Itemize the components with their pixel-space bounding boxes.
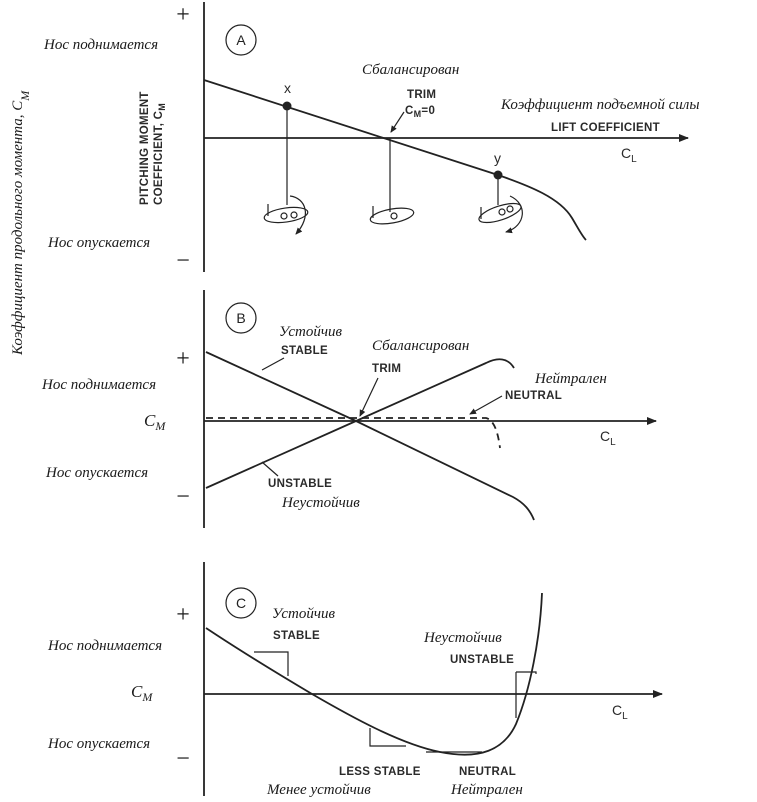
panel-a-nose-up: Нос поднимается (43, 37, 158, 53)
panel-c-nose-down: Нос опускается (47, 736, 150, 752)
panel-a-minus: − (176, 248, 190, 274)
panel-a-trim-eq: CM=0 (405, 105, 435, 119)
panel-b-stable-pointer (261, 357, 285, 371)
panel-a-airplane-trim-icon (369, 206, 415, 225)
panel-b-nose-up: Нос поднимается (41, 377, 156, 393)
panel-b-cl: CL (600, 428, 616, 448)
panel-a: A + − Нос поднимается Нос опускается PIT… (43, 2, 699, 274)
panel-c-less-stable-en: LESS STABLE (339, 766, 421, 778)
panel-c-plus: + (176, 602, 190, 628)
panel-a-cm-curve (203, 79, 587, 241)
panel-b-trim-pointer (359, 377, 379, 417)
panel-c-neutral-ru: Нейтрален (450, 782, 523, 798)
panel-b-letter-circle (225, 302, 257, 334)
panel-b-neutral-en: NEUTRAL (505, 390, 562, 402)
panel-a-lift-ru: Коэффициент подъемной силы (500, 97, 699, 113)
panel-a-trim-pointer (390, 111, 405, 133)
panel-a-yaxis-label: PITCHING MOMENT (139, 91, 151, 205)
panel-b-stable-en: STABLE (281, 345, 328, 357)
panel-c-stable-slope (254, 651, 289, 676)
panel-a-letter: A (236, 32, 246, 48)
panel-b-cm: CM (144, 411, 166, 433)
panel-b-plus: + (176, 346, 190, 372)
panel-c-less-stable-slope (369, 728, 406, 747)
panel-c-letter: C (236, 595, 246, 611)
panel-a-lift-en: LIFT COEFFICIENT (551, 122, 660, 134)
panel-b-nose-down: Нос опускается (45, 465, 148, 481)
panel-a-trim-en: TRIM (407, 89, 436, 101)
panel-c-neutral-en: NEUTRAL (459, 766, 516, 778)
panel-b-stable-line (205, 351, 535, 521)
panel-c-cm: CM (131, 682, 153, 704)
panel-c-unstable-ru: Неустойчив (423, 630, 502, 646)
panel-a-plus: + (176, 2, 190, 28)
panel-b-stable-ru: Устойчив (279, 324, 343, 340)
panel-c-unstable-en: UNSTABLE (450, 654, 514, 666)
panel-c-cm-curve (205, 592, 543, 756)
panel-a-yaxis-label-2: COEFFICIENT, CM (153, 103, 167, 205)
panel-b-letter: B (236, 310, 245, 326)
panel-b-unstable-pointer (261, 461, 279, 477)
panel-b-neutral-line (206, 417, 501, 449)
panel-a-balanced-ru: Сбалансирован (362, 62, 459, 78)
panel-c-letter-circle (225, 587, 257, 619)
panel-b-neutral-pointer (469, 395, 503, 415)
panel-a-airplane-nose-up-icon (263, 195, 309, 235)
panel-a-nose-down: Нос опускается (47, 235, 150, 251)
panel-c-stable-en: STABLE (273, 630, 320, 642)
panel-c-minus: − (176, 746, 190, 772)
panel-c-nose-up: Нос поднимается (47, 638, 162, 654)
panel-c-less-stable-ru: Менее устойчив (266, 782, 371, 798)
panel-b-unstable-ru: Неустойчив (281, 495, 360, 511)
panel-a-letter-circle (225, 24, 257, 56)
panel-a-point-x-label: x (284, 80, 291, 96)
panel-c-unstable-slope (515, 671, 537, 718)
panel-a-point-y-label: y (494, 150, 501, 166)
panel-a-cl: CL (621, 145, 637, 165)
panel-b: B + − Нос поднимается Нос опускается CM … (41, 290, 657, 528)
panel-b-unstable-line (205, 358, 515, 489)
panel-c-cl: CL (612, 702, 628, 722)
panel-b-unstable-en: UNSTABLE (268, 478, 332, 490)
panel-b-minus: − (176, 484, 190, 510)
side-title: Коэффициент продольного момента, CM (10, 90, 32, 356)
panel-c: C + − Нос поднимается Нос опускается CM … (47, 562, 663, 798)
panel-b-balanced-ru: Сбалансирован (372, 338, 469, 354)
panel-c-stable-ru: Устойчив (272, 606, 336, 622)
panel-a-airplane-nose-down-icon (478, 195, 523, 234)
panel-b-trim-en: TRIM (372, 363, 401, 375)
panel-b-neutral-ru: Нейтрален (534, 371, 607, 387)
